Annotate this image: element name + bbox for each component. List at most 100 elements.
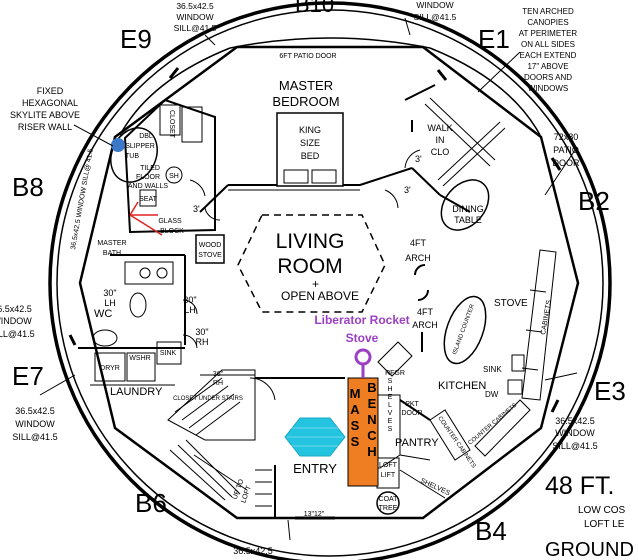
e7-win-l3: SILL@41.5 <box>12 432 57 442</box>
label-e3: E3 <box>594 376 626 406</box>
tiled-l2: FLOOR <box>136 174 160 181</box>
svg-text:AT PERIMETER: AT PERIMETER <box>519 29 578 38</box>
win-top-l1: 36.5x42.5 <box>176 1 214 11</box>
svg-text:WINDOWS: WINDOWS <box>528 84 568 93</box>
svg-text:H: H <box>387 386 392 393</box>
walkin-l2: IN <box>436 135 445 145</box>
bed-l1: KING <box>299 125 321 135</box>
master-bath-l1: MASTER <box>97 240 126 247</box>
svg-text:DOORS AND: DOORS AND <box>524 73 572 82</box>
arch2-l1: 4FT <box>417 307 434 317</box>
sky-l4: RISER WALL <box>18 122 72 132</box>
left-win-l3: SILL@41.5 <box>0 329 35 339</box>
svg-text:S: S <box>351 418 360 433</box>
svg-text:V: V <box>388 410 393 417</box>
e3-win-l1: 36.5x42.5 <box>555 416 595 426</box>
label-e9: E9 <box>120 24 152 54</box>
svg-text:E: E <box>368 396 377 411</box>
loft-lift-l2: LIFT <box>381 472 396 479</box>
low-cost-note: LOW COS <box>578 505 626 516</box>
closet-rods <box>424 97 506 187</box>
open-above: OPEN ABOVE <box>281 289 359 303</box>
shower-label: SH <box>169 173 179 180</box>
svg-text:M: M <box>350 386 361 401</box>
laundry-sink-label: SINK <box>160 350 177 357</box>
bath-closet: CLOSET <box>168 110 175 139</box>
coat-tree-l1: COAT <box>379 496 399 503</box>
mass-bench-text: M A S S B E N C H <box>350 380 378 459</box>
svg-text:CANOPIES: CANOPIES <box>527 18 568 27</box>
living-l1: LIVING <box>276 230 345 253</box>
pkt-l1: PKT <box>405 401 419 408</box>
left-win-l2: WINDOW <box>0 316 32 326</box>
svg-text:+: + <box>312 277 319 291</box>
ground-label: GROUND <box>545 539 634 560</box>
label-b6: B6 <box>135 488 167 518</box>
mass-bench <box>347 377 379 487</box>
bed-l2: SIZE <box>300 138 320 148</box>
arch1-l1: 4FT <box>410 238 427 248</box>
wood-stove-l2: STOVE <box>198 252 222 259</box>
e7-win-l1: 36.5x42.5 <box>15 406 55 416</box>
svg-text:H: H <box>367 444 376 459</box>
win-top-r1: WINDOW <box>416 0 453 10</box>
entry-dim: 13"12" <box>304 511 325 518</box>
entry-label: ENTRY <box>293 461 337 476</box>
kitchen-cabinets <box>429 249 557 461</box>
bath-window-side: 36.5x42.5 WINDOW SILL@ 41.5 <box>70 148 95 250</box>
bed-l3: BED <box>301 151 320 161</box>
canopy-note: TEN ARCHED CANOPIES AT PERIMETER ON ALL … <box>519 7 578 93</box>
wc-label: WC <box>94 308 112 320</box>
dryer-label: DRYR <box>100 365 120 372</box>
size-label: 48 FT. <box>545 472 614 500</box>
svg-text:EACH EXTEND: EACH EXTEND <box>520 51 577 60</box>
sky-l3: SKYLITE ABOVE <box>10 110 80 120</box>
seat-label: SEAT <box>139 196 157 203</box>
left-win-l1: 36.5x42.5 <box>0 304 32 314</box>
svg-text:S: S <box>388 378 393 385</box>
label-b10: B10 <box>295 0 334 17</box>
shelves-vertical: S H E L V E S <box>387 378 392 433</box>
small-hexagon-skylight <box>111 138 125 152</box>
decagon-wall <box>78 45 580 520</box>
e3-win-l3: SILL@41.5 <box>552 441 597 451</box>
master-bedroom-l1: MASTER <box>279 78 333 93</box>
dim-3ft-c: 3' <box>193 204 200 214</box>
rocket-stove-l1: Liberator Rocket <box>314 313 409 327</box>
patio-r-l1: 72x80 <box>554 132 579 142</box>
wood-stove <box>195 234 225 264</box>
svg-text:ON ALL SIDES: ON ALL SIDES <box>521 40 575 49</box>
lh30c: 30" <box>183 295 196 305</box>
dishwasher-label: DW <box>485 390 499 399</box>
svg-text:C: C <box>367 428 377 443</box>
stove-label: STOVE <box>494 298 528 309</box>
island-label: ISLAND COUNTER <box>452 303 476 355</box>
closet-under-stairs: CLOSET UNDER STAIRS <box>173 396 243 402</box>
tub-l2: SLIPPER <box>125 143 155 150</box>
tiled-l3: AND WALLS <box>128 183 169 190</box>
arch1-l2: ARCH <box>405 253 431 263</box>
win-top-l3: SILL@41.5 <box>174 23 217 33</box>
svg-text:S: S <box>388 426 393 433</box>
patio-door-top: 6FT PATIO DOOR <box>279 53 336 60</box>
label-e7: E7 <box>12 361 44 391</box>
inner-wall <box>56 9 604 557</box>
shelves-horizontal: SHELVES <box>419 477 451 497</box>
tub-l3: TUB <box>125 153 139 160</box>
fridge-label: RFGR <box>385 370 405 377</box>
bottom-win: 36.5x42.5 <box>233 546 273 556</box>
island-counter <box>443 295 487 365</box>
rh30b: RH <box>196 337 209 347</box>
lh30a: 30" <box>103 288 116 298</box>
master-bath-l2: BATH <box>103 250 121 257</box>
rocket-stove-l2: Stove <box>346 331 379 345</box>
label-e1: E1 <box>478 24 510 54</box>
svg-text:L: L <box>388 402 392 409</box>
win-top-l2: WINDOW <box>176 12 213 22</box>
label-b8: B8 <box>12 172 44 202</box>
pantry-label: PANTRY <box>395 437 439 449</box>
stairs <box>167 369 272 507</box>
win-top-r2: SILL@41.5 <box>414 12 457 22</box>
